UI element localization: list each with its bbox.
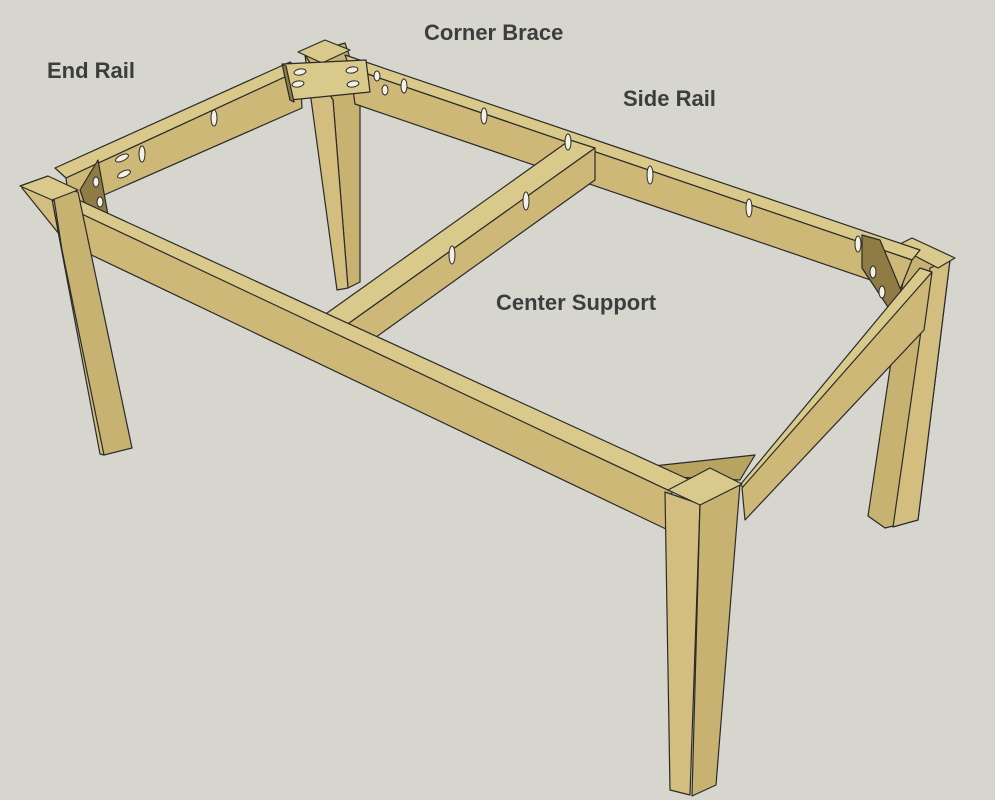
back-left-leg (297, 39, 361, 291)
front-left-leg (19, 175, 133, 456)
center-support-label: Center Support (496, 290, 657, 315)
right-end-rail (739, 267, 933, 521)
front-right-leg (664, 467, 743, 797)
back-right-leg (867, 237, 956, 529)
end-rail-label: End Rail (47, 58, 136, 83)
pocket-holes (92, 66, 886, 299)
side-rail-label: Side Rail (623, 86, 716, 111)
front-rail (49, 195, 691, 531)
corner-brace-label: Corner Brace (424, 20, 564, 45)
